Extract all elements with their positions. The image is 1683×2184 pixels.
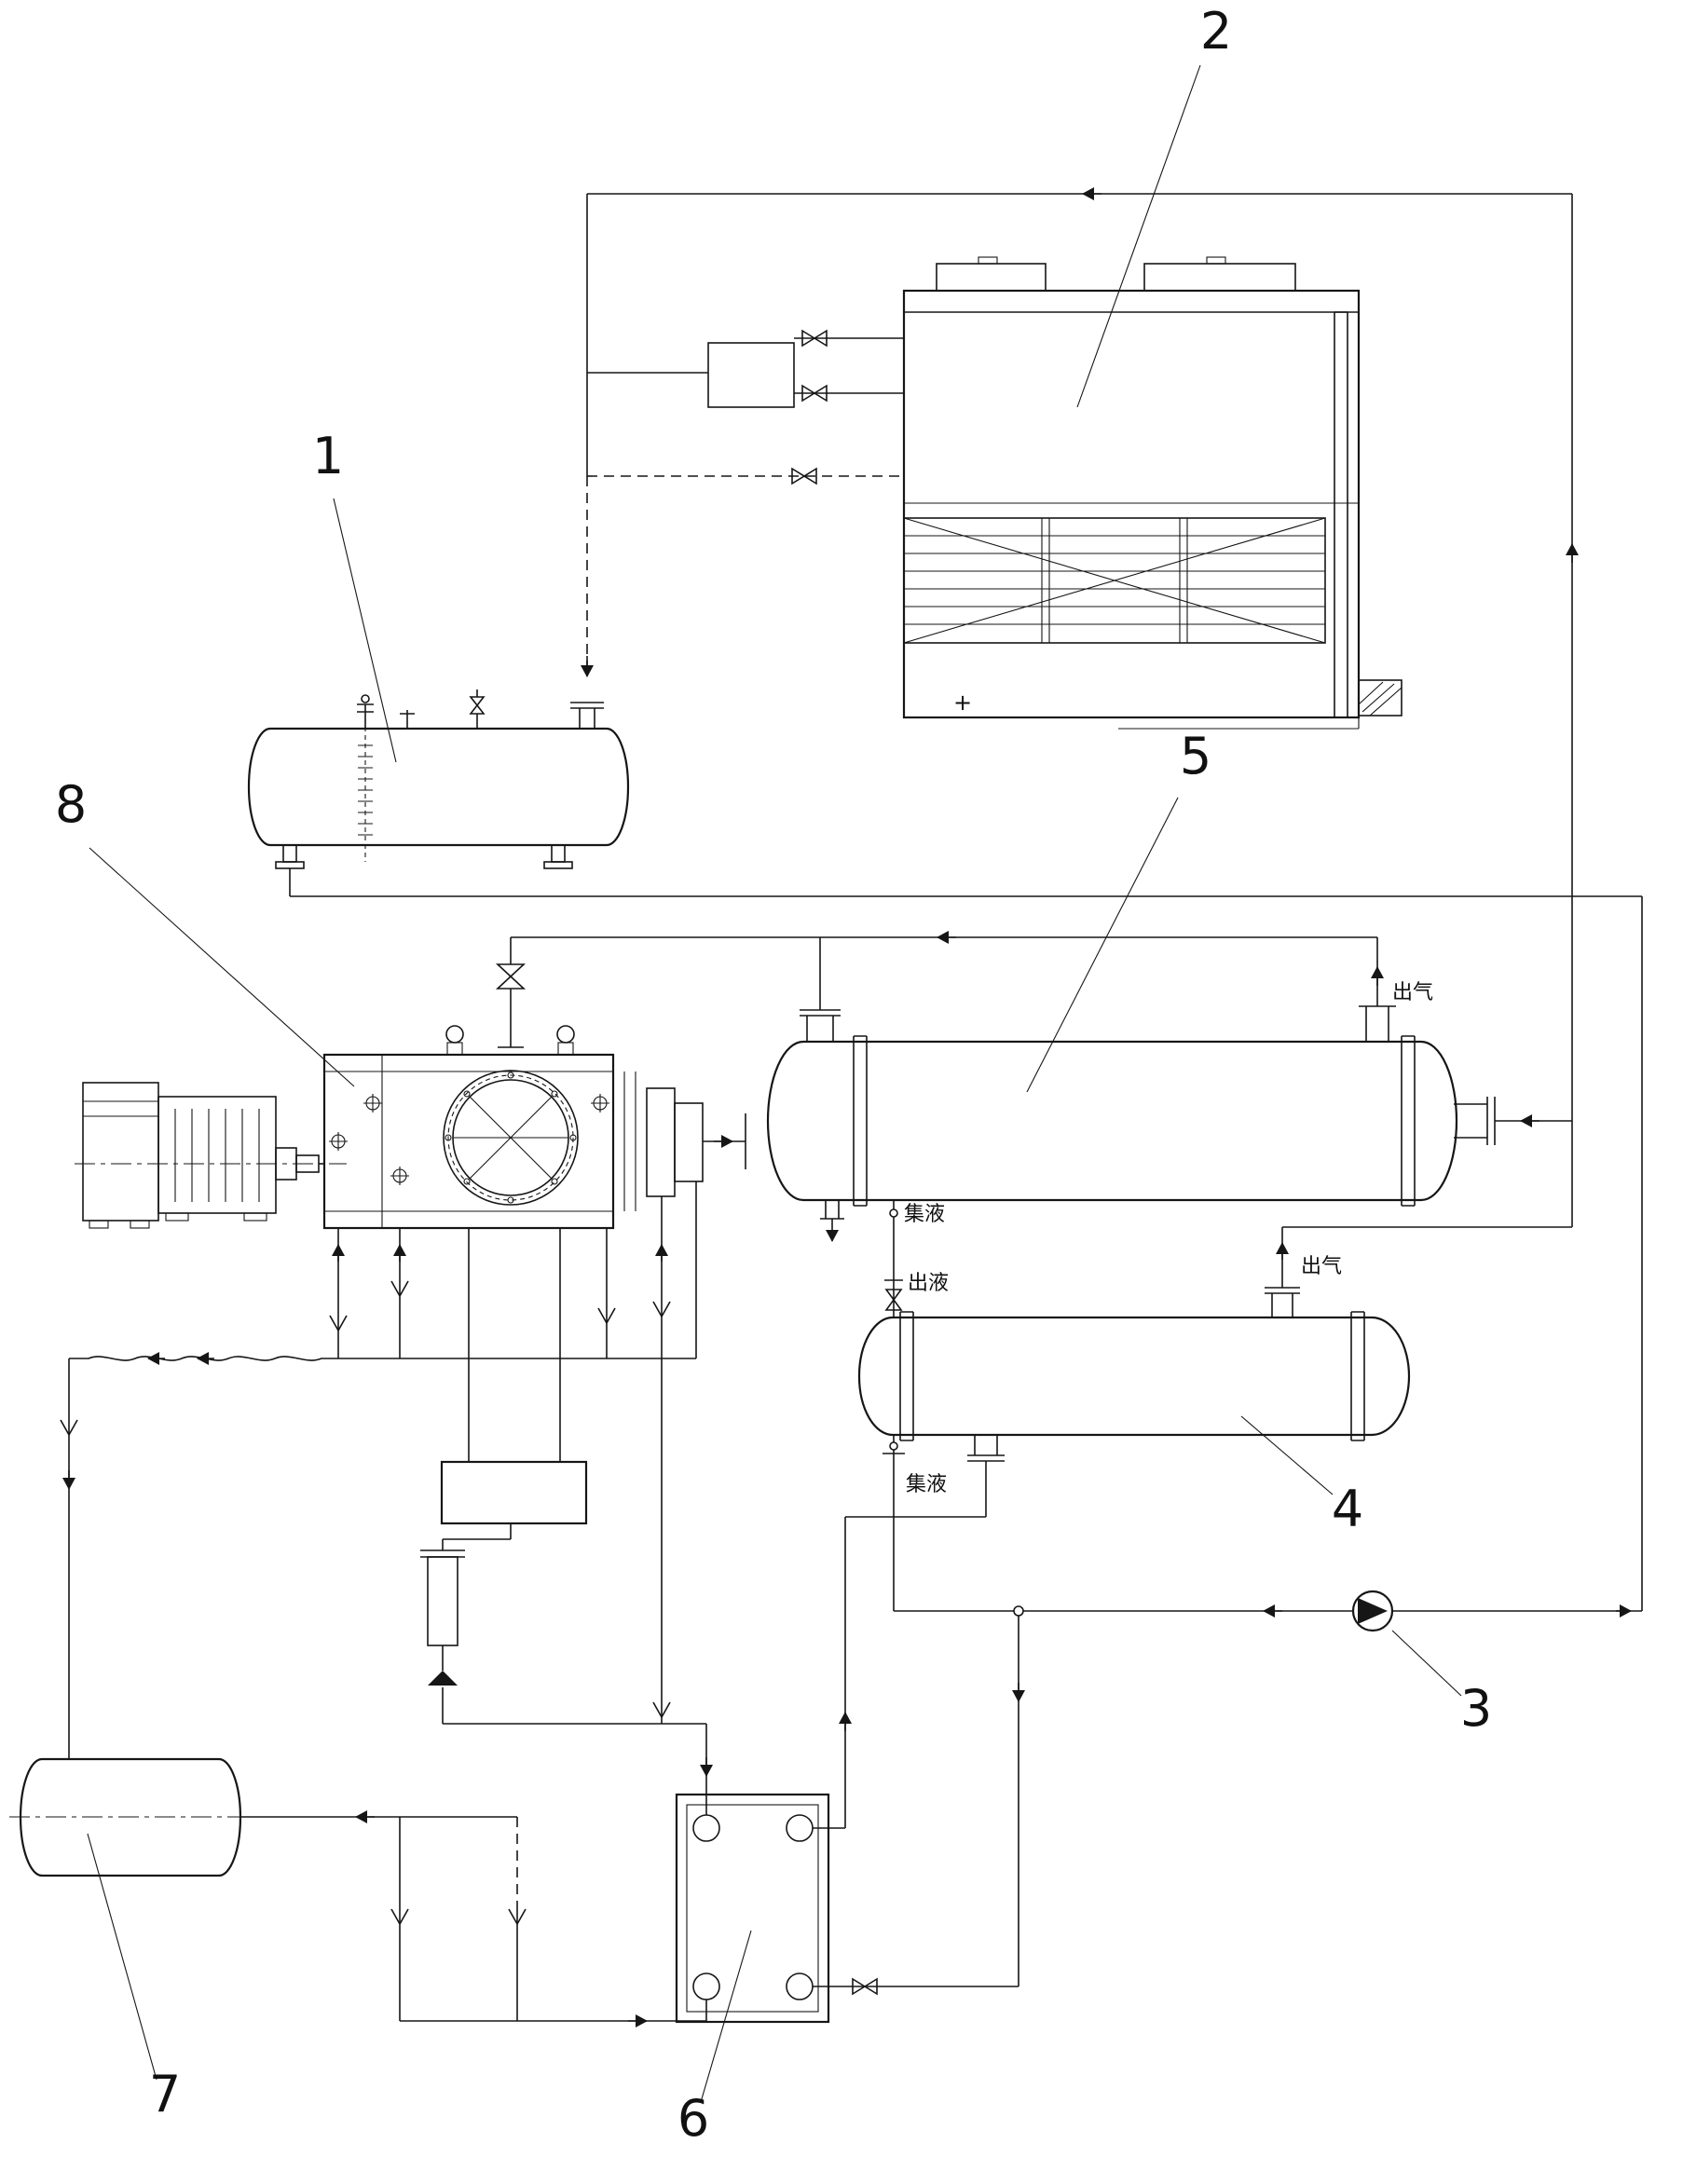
hx5-axial-nozzle: [1454, 1097, 1496, 1145]
drive-motor: [75, 1096, 347, 1222]
hx4-liquid-collect-label: 集液: [906, 1473, 947, 1496]
hx4-collect-fitting: [889, 1441, 898, 1451]
service-ports: [329, 1094, 609, 1185]
fan-housing-left: [936, 263, 1047, 292]
hx5-gas-out-nozzle: [1359, 1005, 1396, 1042]
callout-2: 2: [1200, 2, 1232, 61]
callout-7: 7: [149, 2065, 181, 2123]
plate-hx-port-bl: [692, 1972, 720, 2000]
receiver-top-fittings: [357, 689, 486, 729]
compressor-unit: [75, 1025, 746, 1230]
hx4-bottom-nozzle: [967, 1435, 1005, 1462]
plate-hx-port-br: [786, 1972, 814, 2000]
angle-valve-icon: [428, 1671, 458, 1686]
hx5-top-left-nozzle: [800, 1009, 841, 1042]
hx5-collect-fitting: [889, 1208, 898, 1218]
pump: [1351, 1590, 1394, 1632]
valves: [60, 329, 903, 1996]
hx5-liquid-collect-label: 集液: [904, 1203, 945, 1226]
callout-4: 4: [1332, 1480, 1363, 1538]
level-gauge: [358, 710, 373, 862]
valve-suction: [495, 963, 527, 990]
callout-1: 1: [312, 427, 344, 485]
valve-bypass: [791, 467, 817, 485]
flange-bolts: [445, 1072, 577, 1204]
heat-exchanger-upper: [766, 1005, 1496, 1220]
heat-exchanger-lower: [857, 1279, 1411, 1462]
pipework-dashed: [516, 475, 904, 1901]
valve-tower-line-1: [801, 329, 828, 348]
valve-liquid-out: [884, 1289, 903, 1311]
louver-section: [903, 517, 1326, 644]
callout-8: 8: [55, 775, 87, 834]
hx4-gas-out-nozzle: [1265, 1287, 1300, 1317]
plate-hx-port-tr: [786, 1814, 814, 1842]
callout-3: 3: [1460, 1679, 1492, 1738]
fan-housing-right: [1143, 263, 1296, 292]
receiver-inlet-nozzle: [570, 702, 604, 729]
tower-plus-mark: +: [953, 689, 972, 716]
plate-heat-exchanger: [675, 1793, 830, 2024]
hx5-gas-out-label: 出气: [1392, 981, 1433, 1004]
plate-hx-port-tl: [692, 1814, 720, 1842]
callout-leaders: [87, 64, 1462, 2103]
pipe-junction: [1013, 1605, 1024, 1617]
cooling-tower: +: [707, 256, 1402, 730]
callout-6: 6: [677, 2089, 709, 2148]
flow-arrows: [62, 187, 1632, 2027]
valve-tower-line-2: [801, 384, 828, 403]
receiver-tank: [247, 689, 630, 869]
oil-filter: [420, 1549, 465, 1646]
valve-economizer: [852, 1977, 878, 1996]
pipework: [68, 193, 1643, 2022]
tower-valve-station: [707, 342, 795, 408]
hx4-liquid-out-label: 出液: [908, 1272, 949, 1295]
hx4-gas-out-label: 出气: [1301, 1255, 1342, 1278]
oil-cooler: [440, 1460, 588, 1525]
callout-5: 5: [1180, 727, 1211, 785]
screw-compressor: [322, 1025, 746, 1230]
tower-riser-pipes: [1334, 311, 1348, 717]
tower-motor: [1358, 679, 1402, 717]
motor-terminal-box: [82, 1082, 159, 1229]
oil-tank: [9, 1757, 253, 1877]
y-strainers: [60, 1280, 671, 1925]
pump-impeller-icon: [1358, 1598, 1388, 1624]
hx5-drain-nozzle: [820, 1200, 844, 1220]
